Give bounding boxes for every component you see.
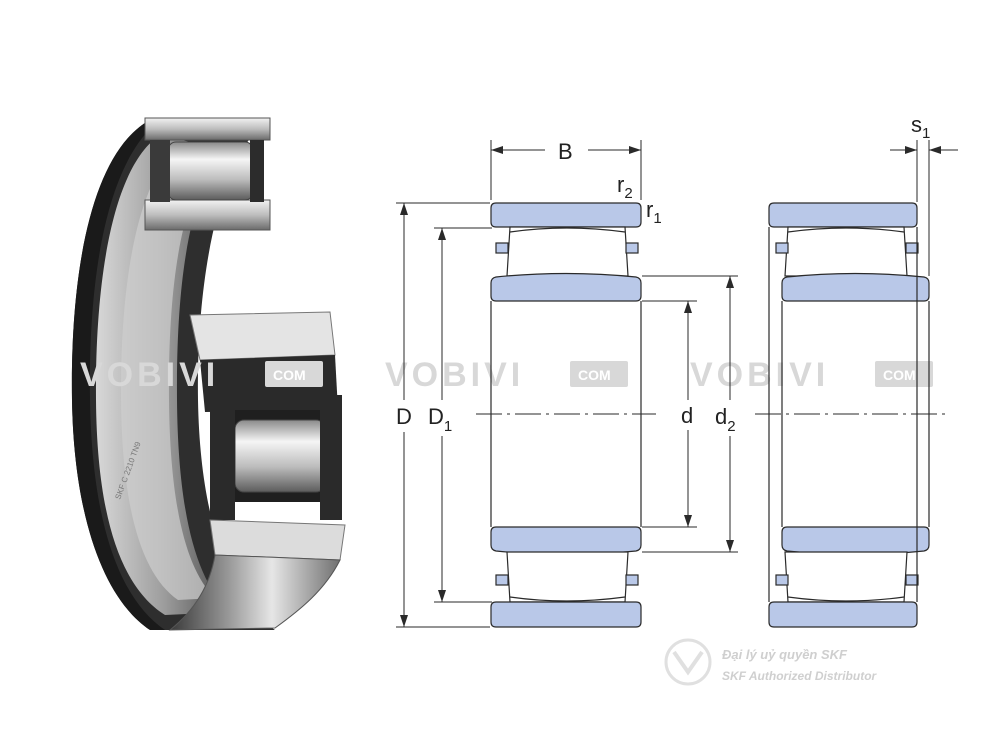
label-r1: r1	[646, 197, 662, 227]
inner-ring-top	[490, 272, 642, 302]
watermark-com-1: COM	[273, 367, 306, 383]
distributor-line2: SKF Authorized Distributor	[722, 669, 878, 683]
bearing-3d-render: SKF C 2210 TN9	[71, 117, 346, 631]
cross-section-side	[768, 202, 930, 628]
watermark-com-3: COM	[883, 367, 916, 383]
label-D1: D1	[428, 404, 452, 435]
label-D: D	[396, 404, 412, 429]
distributor-line1: Đại lý uỷ quyền SKF	[722, 647, 848, 662]
cross-section-main	[490, 202, 642, 628]
cage-stop-top-right	[625, 242, 639, 254]
label-s1: s1	[911, 112, 930, 142]
watermark-com-box-2	[570, 361, 628, 387]
roller-bottom	[506, 551, 629, 603]
cage-stop-bottom-left	[495, 574, 509, 586]
label-d2: d2	[715, 404, 736, 435]
watermark-com-box-3	[875, 361, 933, 387]
watermark: VOBIVI COM VOBIVI COM VOBIVI COM	[80, 356, 933, 394]
label-B: B	[558, 139, 573, 164]
watermark-brand-1: VOBIVI	[80, 356, 219, 394]
skf-logo-icon	[664, 638, 712, 686]
cage-stop-top-left	[495, 242, 509, 254]
distributor-badge: Đại lý uỷ quyền SKF SKF Authorized Distr…	[664, 638, 878, 686]
roller-top	[506, 226, 629, 277]
dimension-lines	[396, 140, 958, 628]
outer-ring-bottom	[490, 601, 642, 628]
cage-stop-bottom-right	[625, 574, 639, 586]
dimension-labels: B r2 r1 D D1 d d2 s1	[396, 112, 930, 435]
watermark-brand-2: VOBIVI	[385, 356, 524, 394]
inner-ring-bottom	[490, 526, 642, 556]
watermark-com-2: COM	[578, 367, 611, 383]
label-r2: r2	[617, 172, 633, 202]
outer-ring-top	[490, 202, 642, 228]
label-d: d	[681, 403, 693, 428]
watermark-com-box-1	[265, 361, 323, 387]
watermark-brand-3: VOBIVI	[690, 356, 829, 394]
